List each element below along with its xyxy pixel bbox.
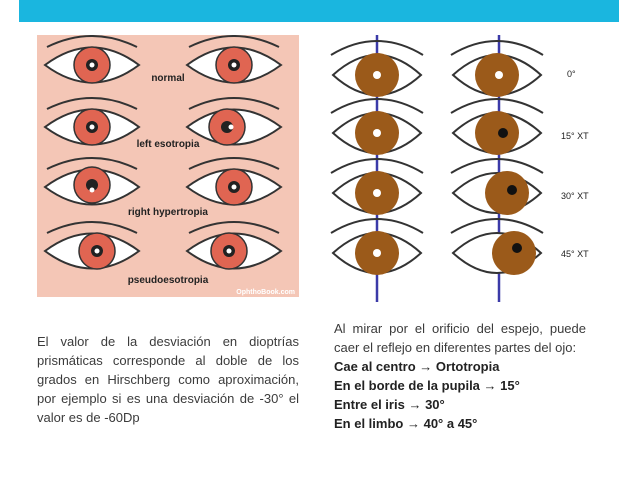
left-caption: El valor de la desviación en dioptrías p… <box>37 334 299 425</box>
result-value: 30° <box>425 397 445 412</box>
eye-pair-left-esotropia <box>43 97 283 146</box>
eye-pair-normal <box>43 35 283 84</box>
eye-pair-right-hypertropia <box>43 157 283 206</box>
result-condition: Cae al centro <box>334 359 416 374</box>
angle-label-30: 30° XT <box>561 191 589 201</box>
result-item: Entre el iris → 30° <box>334 395 586 414</box>
result-item: En el limbo → 40° a 45° <box>334 414 586 433</box>
right-eye-figure: 0° 15° XT 30° XT <box>319 35 602 302</box>
result-value: Ortotropia <box>435 359 500 374</box>
label-normal: normal <box>151 73 185 84</box>
left-eye-figure: normal left esotropia <box>37 35 299 297</box>
result-value: 40° a 45° <box>423 416 478 431</box>
right-eye-svg: 0° 15° XT 30° XT <box>330 35 589 302</box>
right-caption-intro: Al mirar por el orificio del espejo, pue… <box>334 321 586 355</box>
reflex-row-15 <box>330 98 544 155</box>
left-eye-svg: normal left esotropia <box>43 35 295 296</box>
arrow-right-icon: → <box>406 416 420 431</box>
angle-label-45: 45° XT <box>561 249 589 259</box>
result-item: En el borde de la pupila → 15° <box>334 376 586 395</box>
label-left-esotropia: left esotropia <box>137 139 200 150</box>
angle-label-0: 0° <box>567 69 576 79</box>
right-caption: Al mirar por el orificio del espejo, pue… <box>334 319 586 433</box>
angle-label-15: 15° XT <box>561 131 589 141</box>
label-pseudoesotropia: pseudoesotropia <box>128 275 209 286</box>
result-condition: En el limbo <box>334 416 404 431</box>
result-condition: Entre el iris <box>334 397 405 412</box>
arrow-right-icon: → <box>483 378 497 393</box>
accent-bar <box>19 0 619 22</box>
label-right-hypertropia: right hypertropia <box>128 207 208 218</box>
reflex-row-30 <box>330 158 544 215</box>
arrow-right-icon: → <box>419 359 433 374</box>
top-bar <box>0 0 638 22</box>
eye-pair-pseudoesotropia <box>43 221 283 270</box>
result-value: 15° <box>500 378 520 393</box>
result-item: Cae al centro → Ortotropia <box>334 357 586 376</box>
reflex-row-0 <box>330 40 544 97</box>
reflex-row-45 <box>330 218 544 275</box>
result-condition: En el borde de la pupila <box>334 378 480 393</box>
arrow-right-icon: → <box>408 397 422 412</box>
watermark: OphthoBook.com <box>236 289 295 296</box>
